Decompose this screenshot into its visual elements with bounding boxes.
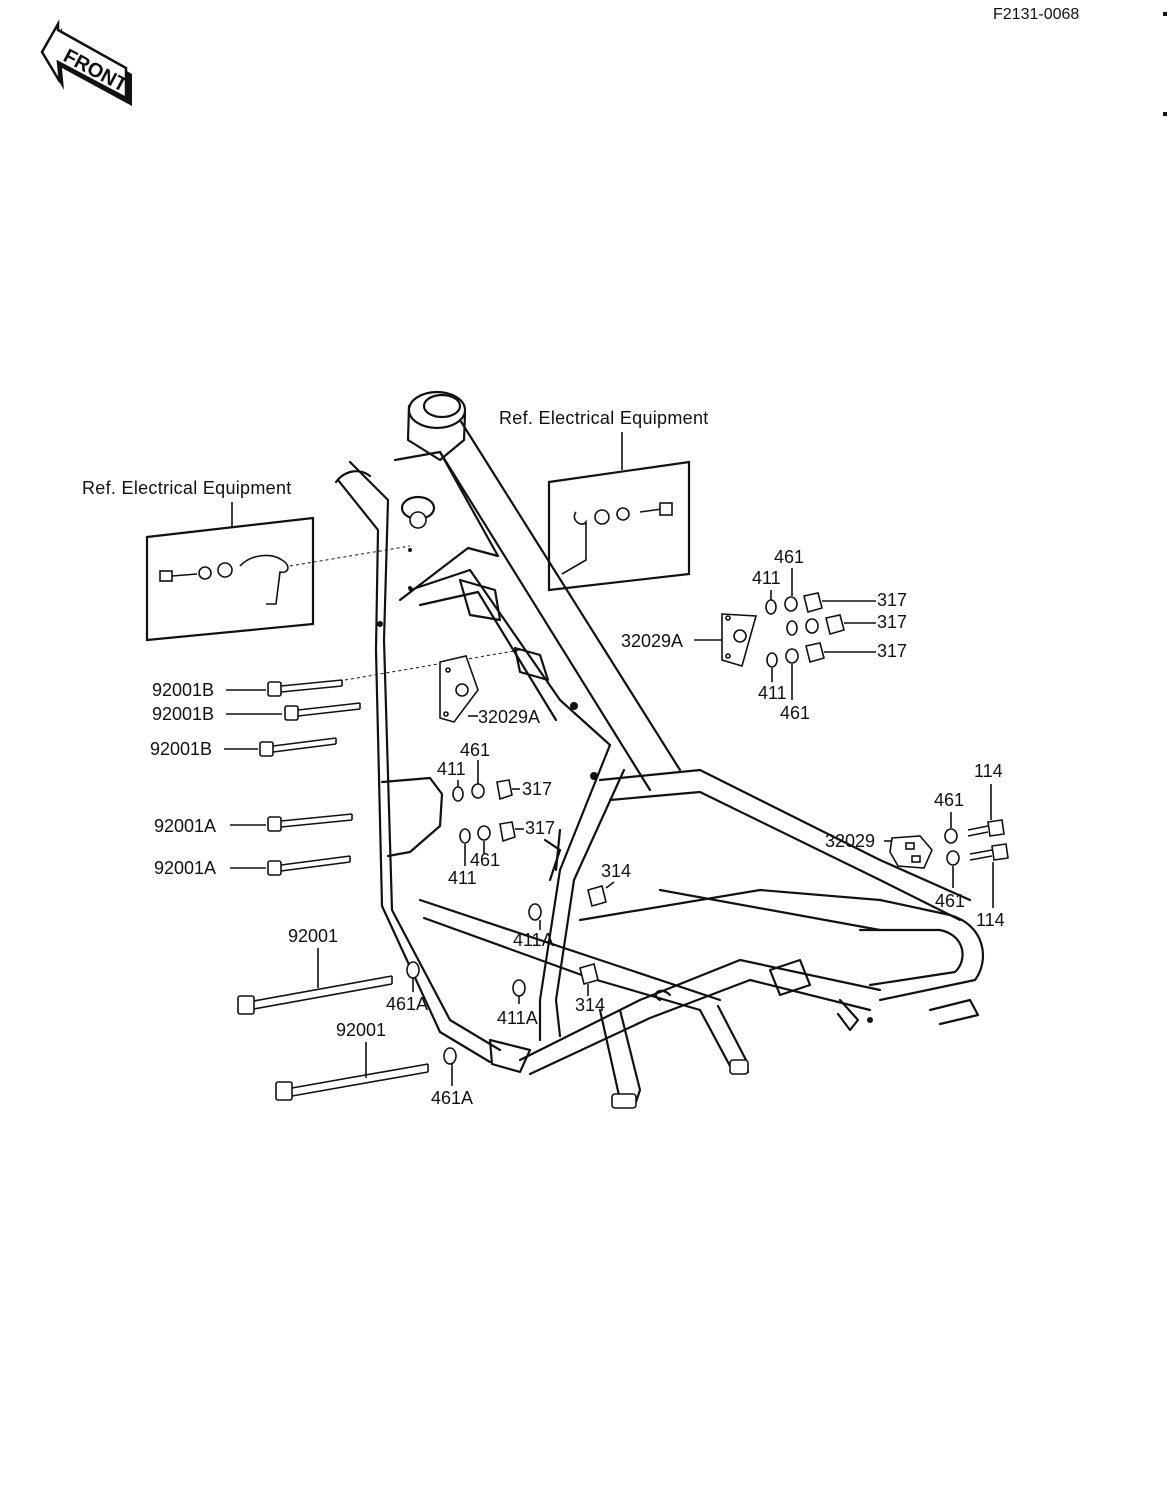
bolt-92001b-3 (259, 737, 337, 757)
front-arrow-badge: FRONT (40, 19, 132, 106)
label-32029a: 32029A (621, 631, 683, 651)
washer-411 (786, 620, 798, 636)
label-114: 114 (974, 761, 1003, 781)
label-314: 314 (575, 995, 605, 1015)
label-32029: 32029 (825, 831, 875, 851)
label-461a: 461A (431, 1088, 473, 1108)
label-317: 317 (877, 641, 907, 661)
plate-hole (443, 711, 449, 717)
label-411: 411 (437, 759, 466, 779)
bolt-92001-1 (237, 975, 393, 1015)
plate-hole (911, 855, 921, 863)
washer-461 (784, 596, 798, 612)
label-314: 314 (601, 861, 631, 881)
washer-411a (528, 903, 542, 921)
washer-icon (616, 507, 630, 521)
nut-317 (496, 779, 513, 801)
mount-dashed-line (344, 649, 521, 681)
label-92001a: 92001A (154, 816, 216, 836)
label-461: 461 (780, 703, 810, 723)
plate-hole (725, 615, 731, 621)
label-461a: 461A (386, 994, 428, 1014)
mount-plate-32029 (889, 835, 933, 869)
ref-box-right (547, 460, 691, 592)
label-461: 461 (774, 547, 804, 567)
washer-461 (785, 648, 799, 664)
motorcycle-frame (334, 390, 984, 1109)
bolt-92001b-1 (267, 679, 343, 697)
bolt-icon (159, 570, 198, 582)
washer-411 (766, 652, 778, 668)
label-317: 317 (525, 818, 555, 838)
plate-hole (725, 653, 731, 659)
washer-411 (452, 786, 464, 802)
label-461: 461 (460, 740, 490, 760)
nut-317 (825, 614, 845, 635)
plate-hole (905, 842, 915, 850)
bolt-92001a-2 (267, 855, 351, 876)
label-92001: 92001 (288, 926, 338, 946)
label-411a: 411A (497, 1008, 538, 1028)
label-114: 114 (976, 910, 1005, 930)
washer-icon (594, 509, 610, 525)
plate-hole (445, 667, 451, 673)
washer-icon (198, 566, 212, 580)
label-92001a: 92001A (154, 858, 216, 878)
corner-mark (1163, 12, 1167, 16)
ref-electrical-right: Ref. Electrical Equipment (499, 408, 709, 428)
label-411a: 411A (513, 930, 554, 950)
label-92001b: 92001B (152, 704, 214, 724)
bolt-114 (969, 843, 1009, 861)
plate-hole (733, 629, 747, 643)
washer-461a (443, 1047, 457, 1065)
bolt-92001b-2 (284, 702, 361, 721)
washer-461 (944, 828, 958, 844)
label-92001b: 92001B (150, 739, 212, 759)
label-317: 317 (877, 612, 907, 632)
washer-411 (765, 599, 777, 615)
bolt-92001-2 (275, 1063, 429, 1101)
label-411: 411 (448, 868, 477, 888)
ref-electrical-left: Ref. Electrical Equipment (82, 478, 292, 498)
label-317: 317 (877, 590, 907, 610)
washer-461 (477, 825, 491, 841)
label-32029a: 32029A (478, 707, 540, 727)
nut-314 (587, 885, 607, 907)
label-92001: 92001 (336, 1020, 386, 1040)
washer-411 (459, 828, 471, 844)
leader-line (605, 881, 615, 889)
label-461: 461 (470, 850, 500, 870)
label-461: 461 (934, 790, 964, 810)
label-411: 411 (758, 683, 787, 703)
washer-461 (805, 618, 819, 634)
nut-314 (579, 963, 599, 985)
bolt-114 (967, 819, 1005, 837)
drawing-code: F2131-0068 (993, 6, 1079, 23)
nut-317 (803, 592, 823, 613)
washer-411a (512, 979, 526, 997)
washer-icon (217, 562, 233, 578)
ref-box-left (145, 516, 315, 642)
washer-461a (406, 961, 420, 979)
washer-461 (946, 850, 960, 866)
label-411: 411 (752, 568, 781, 588)
bolt-92001a-1 (267, 813, 353, 832)
label-92001b: 92001B (152, 680, 214, 700)
ref-dashed-line (289, 545, 411, 567)
washer-461 (471, 783, 485, 799)
wire-clip-icon (561, 511, 587, 575)
wire-clip-icon (239, 554, 289, 605)
label-461: 461 (935, 891, 965, 911)
plate-hole (455, 683, 469, 697)
nut-317 (499, 821, 516, 843)
nut-317 (805, 642, 825, 663)
label-317: 317 (522, 779, 552, 799)
corner-mark (1163, 112, 1167, 116)
bolt-icon (639, 502, 673, 516)
